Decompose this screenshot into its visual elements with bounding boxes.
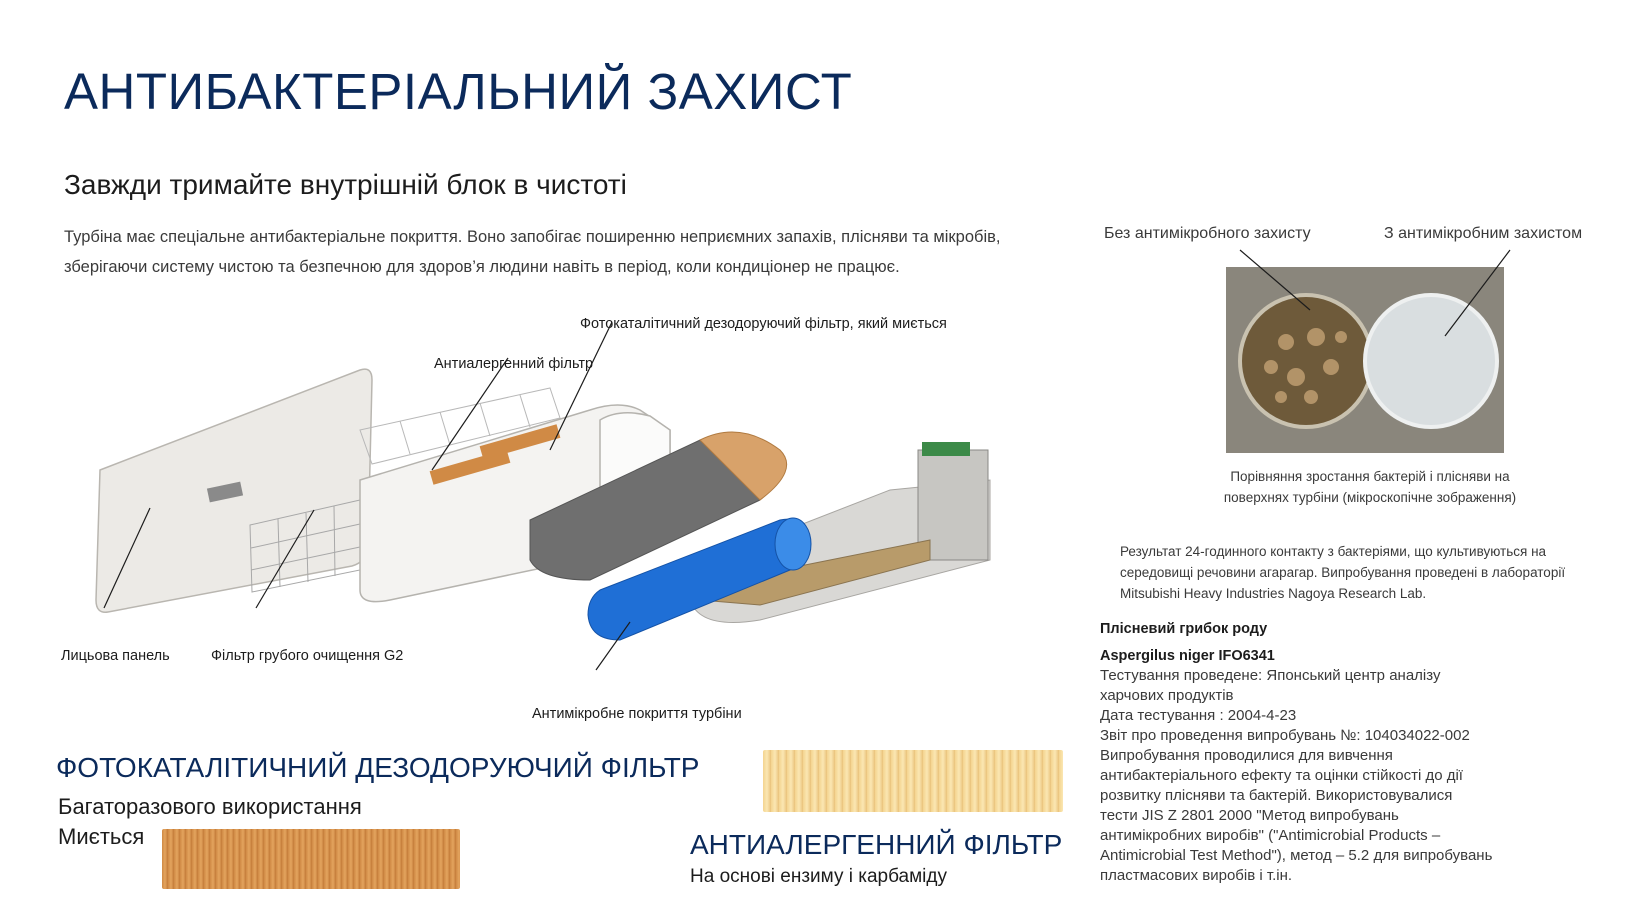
comparison-caption: Порівняння зростання бактерій і плісняви…	[1170, 466, 1570, 508]
test-details: Тестування проведене: Японський центр ан…	[1100, 666, 1530, 886]
heat-exchanger-illustration	[529, 431, 788, 581]
photocatalytic-line: Миється	[58, 824, 145, 849]
caption-line: поверхнях турбіни (мікроскопічне зображе…	[1223, 490, 1517, 505]
result-line: середовищі речовини агарагар. Випробуван…	[1120, 565, 1566, 580]
detail-line: антимікробних виробів" ("Antimicrobial P…	[1100, 827, 1441, 844]
label-antiallergen-filter: Антиалергенний фільтр	[434, 356, 594, 372]
photocatalytic-filter-image	[162, 829, 460, 889]
rear-housing-illustration	[689, 442, 991, 623]
indoor-unit-exploded-diagram	[95, 321, 991, 671]
label-coarse-filter: Фільтр грубого очищення G2	[211, 648, 404, 664]
turbine-illustration	[587, 517, 812, 641]
detail-line: тести JIS Z 2801 2000 "Метод випробувань	[1100, 807, 1399, 824]
label-without-protection: Без антимікробного захисту	[1104, 225, 1311, 242]
detail-line: Antimicrobial Test Method"), метод – 5.2…	[1100, 847, 1493, 864]
antiallergen-filter-description: На основі ензиму і карбаміду	[690, 866, 947, 887]
detail-line: Випробування проводилися для вивчення	[1100, 747, 1393, 764]
fungus-heading-line: Плісневий грибок роду	[1100, 621, 1268, 637]
label-turbine-coating: Антимікробне покриття турбіни	[532, 706, 742, 722]
fungus-heading: Плісневий грибок роду Aspergilus niger I…	[1100, 616, 1275, 670]
detail-line: розвитку плісняви та бактерій. Використо…	[1100, 787, 1453, 804]
photocatalytic-filter-description: Багаторазового використання Миється	[58, 792, 362, 852]
intro-paragraph: Турбіна має спеціальне антибактеріальне …	[64, 228, 1001, 276]
antiallergen-filter-title: АНТИАЛЕРГЕННИЙ ФІЛЬТР	[690, 829, 1063, 860]
label-with-protection: З антимікробним захистом	[1384, 225, 1583, 242]
detail-line: антибактеріального ефекту та оцінки стій…	[1100, 767, 1463, 784]
label-front-panel: Лицьова панель	[61, 648, 170, 664]
page-title: АНТИБАКТЕРІАЛЬНИЙ ЗАХИСТ	[64, 63, 853, 120]
test-result-text: Результат 24-годинного контакту з бактер…	[1120, 541, 1580, 604]
detail-line: харчових продуктів	[1100, 687, 1234, 704]
detail-line: Звіт про проведення випробувань №: 10403…	[1100, 727, 1470, 744]
antiallergen-frame-illustration	[359, 387, 561, 465]
photocatalytic-filter-title: ФОТОКАТАЛІТИЧНИЙ ДЕЗОДОРУЮЧИЙ ФІЛЬТР	[56, 752, 700, 783]
page-subtitle: Завжди тримайте внутрішній блок в чистот…	[64, 169, 627, 200]
fungus-heading-line: Aspergilus niger IFO6341	[1100, 648, 1275, 664]
antiallergen-filter-image	[763, 750, 1063, 812]
label-photocatalytic-filter: Фотокаталітичний дезодоруючий фільтр, як…	[580, 316, 947, 332]
petri-dish-comparison-photo	[1226, 267, 1504, 453]
detail-line: Дата тестування : 2004-4-23	[1100, 707, 1297, 724]
photo-leader-lines	[1239, 249, 1511, 337]
detail-line: Тестування проведене: Японський центр ан…	[1100, 667, 1441, 684]
result-line: Результат 24-годинного контакту з бактер…	[1120, 544, 1547, 559]
caption-line: Порівняння зростання бактерій і плісняви…	[1230, 469, 1510, 484]
detail-line: пластмасових виробів і т.ін.	[1100, 867, 1293, 884]
leader-lines	[103, 321, 631, 671]
result-line: Mitsubishi Heavy Industries Nagoya Resea…	[1120, 586, 1427, 601]
photocatalytic-line: Багаторазового використання	[58, 794, 362, 819]
